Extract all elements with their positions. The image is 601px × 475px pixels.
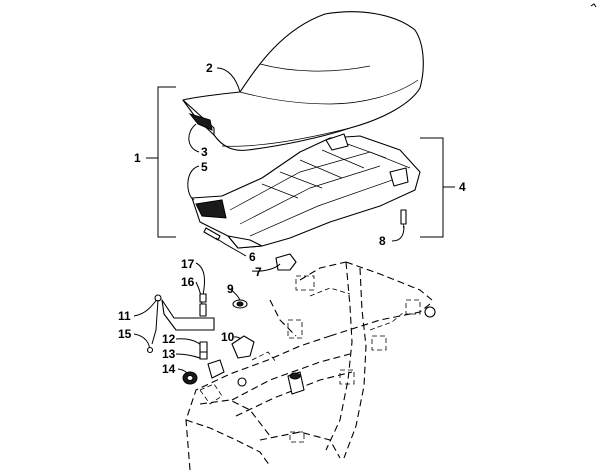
callout-9: 9 <box>227 282 234 296</box>
callout-14: 14 <box>162 362 176 376</box>
callout-5: 5 <box>201 160 208 174</box>
callout-4: 4 <box>459 180 466 194</box>
bracket-4 <box>420 137 444 238</box>
seat-cushion <box>182 11 424 151</box>
corner-mark <box>590 3 597 8</box>
vehicle-frame <box>185 261 436 471</box>
callout-16: 16 <box>181 275 195 289</box>
callout-15: 15 <box>118 327 132 341</box>
callout-3: 3 <box>201 145 208 159</box>
grommet-7 <box>275 253 297 271</box>
callout-7: 7 <box>255 265 262 279</box>
screw-8 <box>400 209 407 228</box>
callout-11: 11 <box>118 309 131 323</box>
callout-10: 10 <box>221 330 235 344</box>
callout-6: 6 <box>249 250 256 264</box>
callout-17: 17 <box>181 257 195 271</box>
seat-latch-hardware <box>146 293 255 385</box>
callout-13: 13 <box>162 347 176 361</box>
callout-12: 12 <box>162 332 176 346</box>
bracket-1 <box>157 86 176 238</box>
callout-1: 1 <box>134 151 141 165</box>
bracket-lines <box>146 86 455 238</box>
callout-labels: 2 1 3 5 4 8 6 17 7 16 9 11 15 10 12 13 1… <box>118 61 466 376</box>
seat-base-pan <box>191 133 421 249</box>
callout-2: 2 <box>206 61 213 75</box>
callout-8: 8 <box>379 234 386 248</box>
